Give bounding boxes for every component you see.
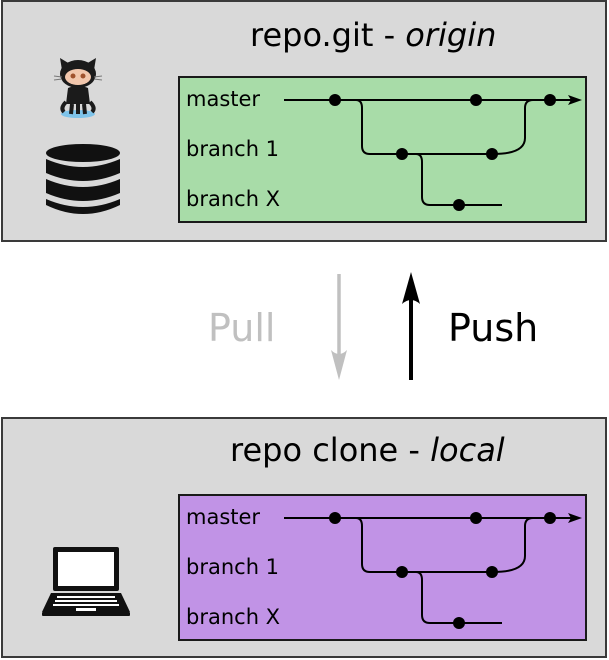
- commit-dot: [544, 512, 556, 524]
- origin-title: repo.git - origin: [250, 16, 497, 54]
- push-arrow-icon: [402, 272, 420, 380]
- local-branch-graph: master branch 1 branch X: [178, 494, 587, 641]
- branch-label-branch-x: branch X: [186, 605, 281, 629]
- origin-commit-lines: [284, 94, 582, 211]
- commit-dot: [470, 512, 482, 524]
- commit-dot: [486, 148, 498, 160]
- local-panel: repo clone - local master branch 1: [1, 417, 607, 658]
- laptop-icon: [42, 547, 130, 616]
- local-commit-lines: [284, 512, 582, 629]
- commit-dot: [329, 512, 341, 524]
- database-icon: [46, 144, 120, 214]
- origin-branch-graph: master branch 1 branch X: [178, 76, 587, 223]
- commit-dot: [453, 199, 465, 211]
- origin-panel: repo.git - origin: [1, 0, 607, 242]
- commit-dot: [470, 94, 482, 106]
- local-title-italic: local: [430, 431, 505, 469]
- branch-label-branch-x: branch X: [186, 187, 281, 211]
- commit-dot: [544, 94, 556, 106]
- branch-label-branch-1: branch 1: [186, 137, 280, 161]
- origin-title-italic: origin: [405, 16, 497, 54]
- pull-arrow-icon: [331, 274, 347, 380]
- commit-dot: [396, 148, 408, 160]
- commit-dot: [396, 566, 408, 578]
- branch-label-master: master: [186, 505, 261, 529]
- commit-dot: [453, 617, 465, 629]
- local-title: repo clone - local: [230, 431, 505, 469]
- branch-label-master: master: [186, 87, 261, 111]
- commit-dot: [486, 566, 498, 578]
- github-octocat-icon: [53, 58, 103, 118]
- branch-label-branch-1: branch 1: [186, 555, 280, 579]
- pull-label: Pull: [208, 306, 276, 350]
- push-label: Push: [448, 306, 539, 350]
- commit-dot: [329, 94, 341, 106]
